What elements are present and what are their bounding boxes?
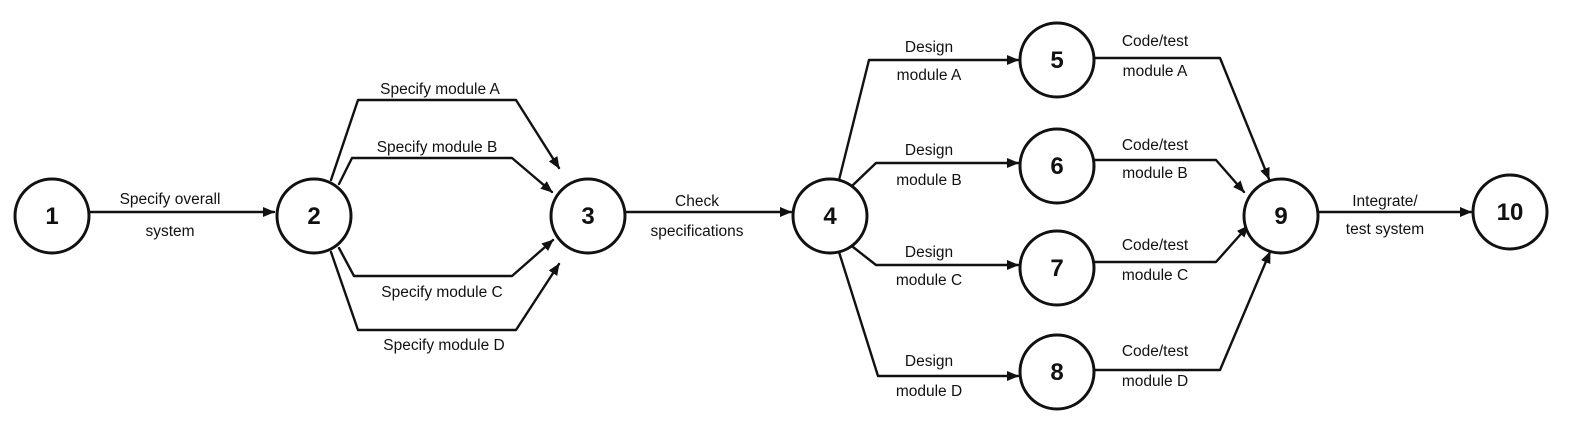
edge-arrow-2-3d (329, 250, 561, 332)
edge-2-3b: Specify module B (337, 139, 554, 194)
edge-label-4-6-line-1: Design (905, 142, 953, 159)
node-9: 9 (1242, 177, 1320, 255)
node-label-8: 8 (1050, 359, 1063, 386)
node-label-6: 6 (1050, 153, 1063, 180)
edge-label-7-9-line-2: module C (1122, 267, 1188, 284)
node-2: 2 (275, 177, 353, 255)
node-10: 10 (1471, 173, 1549, 251)
edge-arrow-4-5 (837, 55, 1020, 182)
edge-label-3-4-line-1: Check (675, 193, 719, 210)
edge-4-5: Design module A (837, 39, 1020, 182)
edge-label-4-6-line-2: module B (896, 172, 961, 189)
node-circle-8 (1018, 333, 1096, 411)
edge-label-2-3a-line-1: Specify module A (380, 81, 500, 98)
edge-arrow-6-9 (1093, 158, 1246, 194)
edge-label-2-3b-line-1: Specify module B (377, 139, 498, 156)
edge-label-4-8-line-2: module D (896, 383, 962, 400)
edge-label-4-5-line-2: module A (897, 67, 962, 84)
edge-label-9-10-line-1: Integrate/ (1352, 193, 1418, 210)
node-5: 5 (1018, 21, 1096, 99)
node-circle-5 (1018, 21, 1096, 99)
edge-label-4-8-line-1: Design (905, 353, 953, 370)
edge-6-9: Code/test module B (1093, 137, 1246, 194)
edge-arrow-4-7 (851, 245, 1020, 270)
node-4: 4 (791, 177, 869, 255)
nodes: 1 2 3 4 5 6 7 8 9 10 (13, 21, 1549, 411)
edge-label-8-9-line-2: module D (1122, 373, 1188, 390)
node-circle-3 (549, 177, 627, 255)
node-label-7: 7 (1050, 255, 1063, 282)
edge-label-1-2-line-2: system (145, 223, 194, 240)
edge-label-5-9-line-2: module A (1123, 63, 1188, 80)
edge-arrow-2-3b (337, 156, 554, 194)
edge-label-9-10-line-2: test system (1346, 221, 1424, 238)
edge-7-9: Code/test module C (1093, 224, 1250, 284)
edge-label-5-9-line-1: Code/test (1122, 33, 1189, 50)
node-label-9: 9 (1274, 203, 1287, 230)
edge-label-6-9-line-2: module B (1122, 165, 1187, 182)
node-circle-2 (275, 177, 353, 255)
edge-label-2-3d-line-1: Specify module D (383, 337, 504, 354)
node-1: 1 (13, 177, 91, 255)
node-circle-4 (791, 177, 869, 255)
node-3: 3 (549, 177, 627, 255)
node-label-1: 1 (45, 203, 58, 230)
edges: Specify overall system Specify module A Spe… (88, 33, 1473, 400)
edge-4-7: Design module C (851, 244, 1020, 289)
node-label-10: 10 (1497, 199, 1524, 226)
edge-3-4: Check specifications (624, 193, 793, 240)
node-circle-7 (1018, 229, 1096, 307)
node-circle-1 (13, 177, 91, 255)
edge-arrow-2-3c (337, 238, 555, 278)
node-label-5: 5 (1050, 47, 1063, 74)
edge-arrow-7-9 (1093, 224, 1250, 264)
edge-4-8: Design module D (837, 250, 1020, 400)
edge-arrow-8-9 (1093, 250, 1272, 372)
edge-label-1-2-line-1: Specify overall (120, 191, 221, 208)
edge-5-9: Code/test module A (1093, 33, 1271, 181)
edge-label-3-4-line-2: specifications (650, 223, 743, 240)
edge-arrow-2-3a (329, 98, 561, 182)
edge-label-4-7-line-2: module C (896, 272, 962, 289)
edge-label-2-3c-line-1: Specify module C (381, 284, 502, 301)
node-circle-6 (1018, 127, 1096, 205)
node-circle-9 (1242, 177, 1320, 255)
node-label-4: 4 (823, 203, 837, 230)
edge-label-7-9-line-1: Code/test (1122, 237, 1189, 254)
edge-label-4-7-line-1: Design (905, 244, 953, 261)
edge-4-6: Design module B (851, 142, 1020, 189)
edge-label-8-9-line-1: Code/test (1122, 343, 1189, 360)
edge-2-3d: Specify module D (329, 250, 561, 354)
edge-arrow-4-6 (851, 158, 1020, 187)
node-label-2: 2 (307, 203, 320, 230)
node-circle-10 (1471, 173, 1549, 251)
edge-2-3a: Specify module A (329, 81, 561, 182)
node-8: 8 (1018, 333, 1096, 411)
edge-arrow-5-9 (1093, 56, 1271, 181)
edge-8-9: Code/test module D (1093, 250, 1272, 390)
edge-label-6-9-line-1: Code/test (1122, 137, 1189, 154)
edge-label-4-5-line-1: Design (905, 39, 953, 56)
node-label-3: 3 (581, 203, 594, 230)
node-6: 6 (1018, 127, 1096, 205)
edge-9-10: Integrate/test system (1317, 193, 1473, 238)
edge-1-2: Specify overall system (88, 191, 276, 240)
edge-arrow-4-8 (837, 250, 1020, 381)
edge-2-3c: Specify module C (337, 238, 555, 301)
node-7: 7 (1018, 229, 1096, 307)
